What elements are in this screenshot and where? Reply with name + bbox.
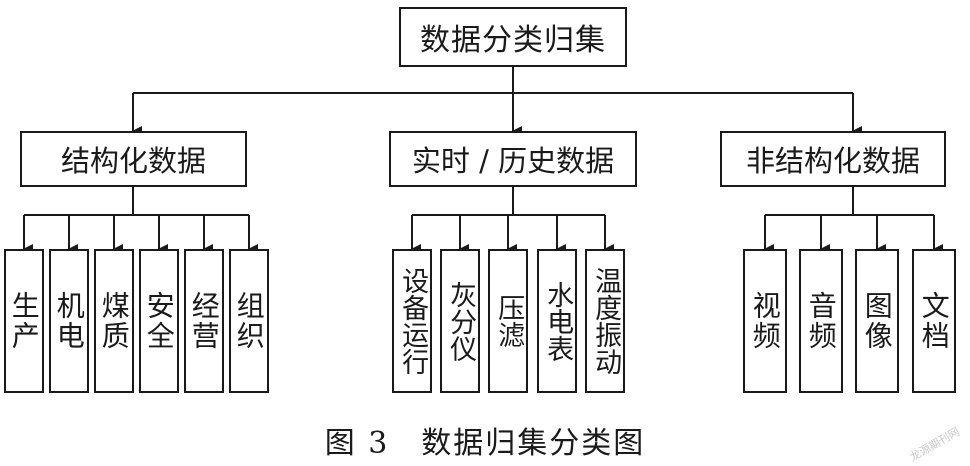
leaf-node: 组织	[229, 249, 269, 393]
leaf-node: 煤质	[94, 249, 134, 393]
leaf-label: 压滤	[493, 294, 525, 348]
leaf-label: 水电表	[542, 280, 574, 362]
leaf-node: 水电表	[537, 249, 577, 393]
leaf-label: 生产	[7, 291, 41, 351]
root-node: 数据分类归集	[399, 7, 627, 67]
category-unstructured: 非结构化数据	[720, 131, 946, 187]
leaf-node: 经营	[184, 249, 224, 393]
leaf-node: 图像	[855, 249, 899, 393]
leaf-node: 安全	[139, 249, 179, 393]
leaf-node: 音频	[799, 249, 843, 393]
leaf-node: 灰分仪	[440, 249, 480, 393]
leaf-node: 机电	[49, 249, 89, 393]
category-realtime-history: 实时 / 历史数据	[389, 131, 637, 187]
leaf-label: 安全	[142, 291, 176, 351]
category-label: 非结构化数据	[745, 144, 920, 178]
leaf-node: 压滤	[488, 249, 528, 393]
leaf-node: 生产	[4, 249, 44, 393]
leaf-label: 设备运行	[397, 267, 429, 375]
leaf-label: 经营	[187, 291, 221, 351]
leaf-label: 温度振动	[590, 267, 622, 375]
root-label: 数据分类归集	[420, 23, 606, 58]
category-label: 结构化数据	[60, 144, 206, 178]
leaf-node: 视频	[743, 249, 787, 393]
leaf-label: 灰分仪	[445, 280, 477, 362]
figure-caption: 图 3 数据归集分类图	[324, 426, 646, 461]
leaf-label: 图像	[860, 291, 894, 351]
leaf-label: 音频	[804, 291, 838, 351]
leaf-label: 视频	[748, 291, 782, 351]
leaf-node: 文档	[912, 249, 956, 393]
leaf-label: 文档	[917, 291, 951, 351]
leaf-label: 机电	[52, 291, 86, 351]
category-label: 实时 / 历史数据	[411, 144, 615, 178]
leaf-node: 设备运行	[392, 249, 432, 393]
leaf-node: 温度振动	[585, 249, 625, 393]
category-structured: 结构化数据	[20, 131, 247, 187]
leaf-label: 煤质	[97, 291, 131, 351]
leaf-label: 组织	[232, 291, 266, 351]
